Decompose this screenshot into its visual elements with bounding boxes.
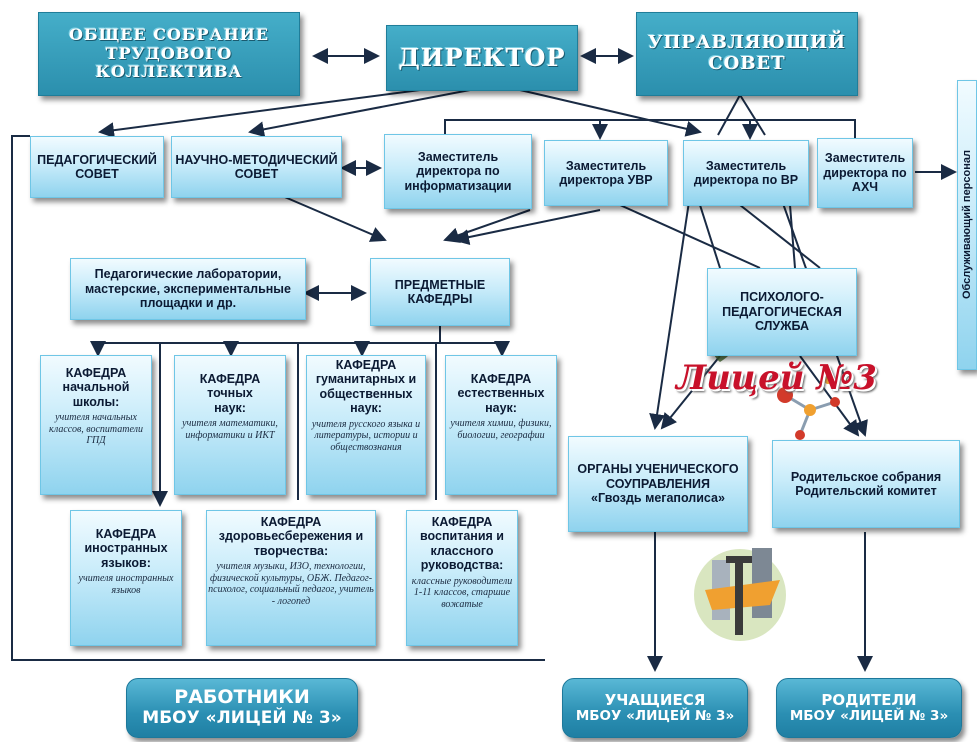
ped-council-line2: СОВЕТ — [75, 167, 119, 181]
dept-upbringing-title4: руководства: — [420, 558, 504, 573]
dept-foreign-title3: языков: — [101, 555, 151, 570]
dept-foreign-desc: учителя иностранных языков — [78, 573, 174, 596]
dept-health-title2: здоровьесбережения и — [218, 529, 364, 544]
dept-upbringing-title3: классного — [430, 543, 494, 558]
service-staff-box: Обслуживающий персонал — [957, 80, 977, 370]
service-staff-label: Обслуживающий персонал — [960, 150, 973, 300]
dep-info-line3: информатизации — [404, 178, 512, 193]
dept-primary-title2: начальной — [62, 380, 130, 395]
psych-service-box: ПСИХОЛОГО- ПЕДАГОГИЧЕСКАЯ СЛУЖБА — [707, 268, 857, 356]
director-label: ДИРЕКТОР — [398, 43, 566, 73]
students-box: УЧАЩИЕСЯ МБОУ «ЛИЦЕЙ № 3» — [562, 678, 748, 738]
methodical-council-box: НАУЧНО-МЕТОДИЧЕСКИЙ СОВЕТ — [171, 136, 342, 198]
parents-box: РОДИТЕЛИ МБОУ «ЛИЦЕЙ № 3» — [776, 678, 962, 738]
dept-natural-title1: КАФЕДРА — [470, 372, 532, 386]
managing-council-line1: УПРАВЛЯЮЩИЙ — [647, 32, 847, 54]
workers-line1: РАБОТНИКИ — [174, 686, 310, 709]
dept-upbringing-title1: КАФЕДРА — [431, 515, 493, 529]
dept-primary-title3: школы: — [72, 394, 120, 409]
dept-humanities-desc: учителя русского языка и литературы, ист… — [311, 418, 421, 453]
subject-depts-line2: КАФЕДРЫ — [407, 292, 473, 306]
director-box: ДИРЕКТОР — [386, 25, 578, 91]
dep-vr-line1: Заместитель — [705, 158, 787, 173]
dep-vr-line2: директора по ВР — [693, 173, 799, 187]
parents-gov-line1: Родительское собрания — [790, 469, 942, 484]
dept-upbringing-box: КАФЕДРА воспитания и классного руководст… — [406, 510, 518, 646]
dept-humanities-title1: КАФЕДРА — [335, 358, 397, 372]
subject-departments-box: ПРЕДМЕТНЫЕ КАФЕДРЫ — [370, 258, 510, 326]
dept-exact-title2: точных — [207, 386, 253, 401]
dep-ahch-line2: директора по — [823, 165, 907, 180]
students-line1: УЧАЩИЕСЯ — [604, 690, 706, 709]
parents-line1: РОДИТЕЛИ — [821, 690, 917, 709]
dep-uvr-line2: директора УВР — [559, 173, 653, 187]
labs-line3: площадки и др. — [139, 296, 237, 311]
deputy-vr-box: Заместитель директора по ВР — [683, 140, 809, 206]
dept-exact-title1: КАФЕДРА — [199, 372, 261, 386]
workers-line2: МБОУ «ЛИЦЕЙ № 3» — [142, 708, 342, 729]
dep-info-line2: директора по — [416, 164, 500, 179]
lyceum-logo: Лицей №3 — [676, 358, 877, 398]
ped-council-line1: ПЕДАГОГИЧЕСКИЙ — [37, 152, 157, 167]
managing-council-box: УПРАВЛЯЮЩИЙ СОВЕТ — [636, 12, 858, 96]
student-gov-line2: СОУПРАВЛЕНИЯ — [606, 476, 710, 491]
managing-council-line2: СОВЕТ — [708, 53, 786, 74]
labs-line2: мастерские, экспериментальные — [85, 281, 291, 296]
dept-upbringing-title2: воспитания и — [420, 529, 504, 544]
dept-exact-title3: наук: — [214, 400, 246, 415]
dept-natural-title2: естественных — [457, 386, 545, 401]
dept-primary-title1: КАФЕДРА — [65, 366, 127, 380]
student-government-box: ОРГАНЫ УЧЕНИЧЕСКОГО СОУПРАВЛЕНИЯ «Гвоздь… — [568, 436, 748, 532]
deputy-informatization-box: Заместитель директора по информатизации — [384, 134, 532, 209]
dept-upbringing-desc: классные руководители 1-11 классов, стар… — [411, 575, 513, 610]
dept-natural-title3: наук: — [485, 400, 517, 415]
pedagogical-council-box: ПЕДАГОГИЧЕСКИЙ СОВЕТ — [30, 136, 164, 198]
dept-humanities-title2: гуманитарных и — [315, 372, 417, 387]
method-council-line1: НАУЧНО-МЕТОДИЧЕСКИЙ — [175, 152, 338, 167]
dept-natural-box: КАФЕДРА естественных наук: учителя химии… — [445, 355, 557, 495]
dep-info-line1: Заместитель — [417, 149, 499, 164]
general-meeting-box: ОБЩЕЕ СОБРАНИЕ ТРУДОВОГО КОЛЛЕКТИВА — [38, 12, 300, 96]
labs-box: Педагогические лаборатории, мастерские, … — [70, 258, 306, 320]
dept-humanities-title3: общественных — [319, 386, 413, 401]
method-council-line2: СОВЕТ — [234, 167, 279, 181]
psych-line2: ПЕДАГОГИЧЕСКАЯ — [722, 304, 842, 319]
labs-line1: Педагогические лаборатории, — [94, 267, 282, 282]
dept-foreign-title1: КАФЕДРА — [95, 527, 157, 541]
parents-line2: МБОУ «ЛИЦЕЙ № 3» — [789, 707, 949, 724]
dept-exact-box: КАФЕДРА точных наук: учителя математики,… — [174, 355, 286, 495]
dept-health-box: КАФЕДРА здоровьесбережения и творчества:… — [206, 510, 376, 646]
general-meeting-line2: ТРУДОВОГО — [105, 43, 233, 63]
nail-skyscraper-icon — [694, 548, 786, 641]
student-gov-line3: «Гвоздь мегаполиса» — [591, 491, 725, 506]
subject-depts-line1: ПРЕДМЕТНЫЕ — [394, 277, 486, 292]
students-line2: МБОУ «ЛИЦЕЙ № 3» — [575, 707, 735, 724]
general-meeting-line1: ОБЩЕЕ СОБРАНИЕ — [68, 25, 270, 45]
psych-line1: ПСИХОЛОГО- — [740, 290, 824, 305]
psych-line3: СЛУЖБА — [754, 319, 810, 334]
dept-exact-desc: учителя математики, информатики и ИКТ — [182, 418, 278, 441]
dep-ahch-line3: АХЧ — [851, 180, 879, 195]
molecule-icon — [777, 376, 840, 440]
dep-uvr-line1: Заместитель — [565, 158, 647, 173]
dept-health-title1: КАФЕДРА — [260, 515, 322, 529]
dept-humanities-box: КАФЕДРА гуманитарных и общественных наук… — [306, 355, 426, 495]
general-meeting-line3: КОЛЛЕКТИВА — [95, 62, 243, 82]
dept-foreign-title2: иностранных — [84, 541, 168, 556]
dept-primary-desc: учителя начальных классов, воспитатели Г… — [48, 412, 144, 447]
dept-humanities-title4: наук: — [350, 401, 382, 416]
deputy-uvr-box: Заместитель директора УВР — [544, 140, 668, 206]
parents-committee-box: Родительское собрания Родительский комит… — [772, 440, 960, 528]
workers-box: РАБОТНИКИ МБОУ «ЛИЦЕЙ № 3» — [126, 678, 358, 738]
parents-gov-line2: Родительский комитет — [795, 484, 937, 498]
student-gov-line1: ОРГАНЫ УЧЕНИЧЕСКОГО — [577, 462, 739, 477]
deputy-ahch-box: Заместитель директора по АХЧ — [817, 138, 913, 208]
dep-ahch-line1: Заместитель — [824, 151, 906, 166]
dept-primary-box: КАФЕДРА начальной школы: учителя начальн… — [40, 355, 152, 495]
dept-foreign-box: КАФЕДРА иностранных языков: учителя инос… — [70, 510, 182, 646]
dept-health-title3: творчества: — [253, 543, 329, 558]
dept-natural-desc: учителя химии, физики, биологии, географ… — [450, 418, 552, 441]
dept-health-desc: учителя музыки, ИЗО, технологии, физичес… — [208, 561, 374, 607]
